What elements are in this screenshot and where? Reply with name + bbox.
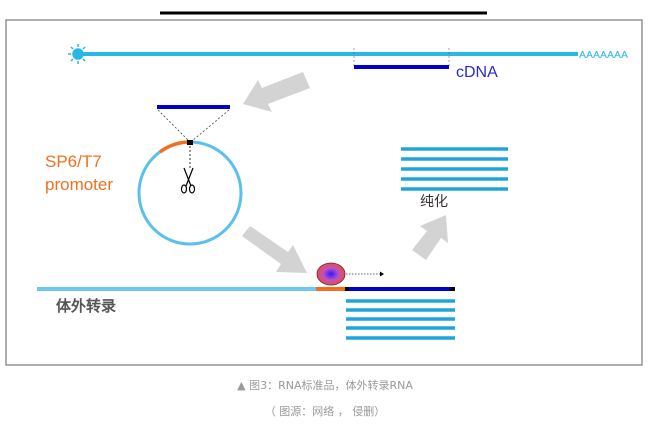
transcribed-rna-stack (346, 299, 455, 340)
insert-site-marker (187, 140, 193, 145)
rna-polymerase-icon (316, 262, 346, 286)
arrow-to-transcription-icon (242, 226, 307, 273)
template-end-marker (450, 287, 455, 291)
figure-caption: ▲ 图3：RNA标准品，体外转录RNA (237, 379, 413, 392)
figure-source: （ 图源：网络 ， 侵删） (264, 405, 386, 418)
purify-label: 纯化 (420, 194, 448, 210)
template-start-marker (345, 287, 349, 291)
promoter-label-line2: promoter (45, 175, 113, 194)
polya-label: AAAAAAA (579, 49, 628, 61)
figure-frame (5, 19, 643, 366)
scissors-icon (180, 167, 196, 194)
arrow-to-purify-icon (412, 215, 448, 260)
insert-guide-right (191, 109, 230, 142)
polymerase-arrowhead-icon (380, 271, 384, 277)
cap-sun-icon (68, 44, 86, 64)
arrow-to-plasmid-icon (243, 72, 310, 112)
insert-guide-left (157, 109, 190, 142)
purified-rna-stack (401, 147, 508, 191)
promoter-label-line1: SP6/T7 (45, 152, 102, 171)
ivt-label: 体外转录 (56, 297, 116, 315)
cdna-label: cDNA (456, 64, 498, 81)
promoter-arc (158, 140, 189, 154)
